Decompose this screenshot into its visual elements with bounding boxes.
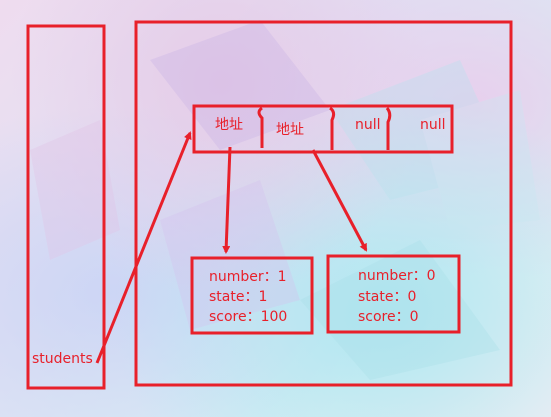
object-1-score: score：100 bbox=[209, 309, 288, 325]
students-variable-label: students bbox=[32, 351, 93, 367]
array-box bbox=[192, 104, 454, 154]
array-divider-1 bbox=[257, 106, 264, 148]
array-cell-4-label: null bbox=[420, 117, 446, 133]
array-cell-2-label: 地址 bbox=[276, 122, 304, 138]
object-2-state: state：0 bbox=[358, 289, 417, 305]
cell-1-reference-arrow bbox=[222, 146, 232, 254]
object-box-2 bbox=[326, 254, 461, 334]
stack-box bbox=[26, 24, 106, 390]
array-divider-3 bbox=[385, 107, 392, 150]
array-cell-1-label: 地址 bbox=[215, 117, 243, 133]
array-cell-3-label: null bbox=[355, 117, 381, 133]
students-reference-arrow bbox=[95, 131, 192, 364]
object-1-state: state：1 bbox=[209, 289, 268, 305]
object-2-score: score：0 bbox=[358, 309, 419, 325]
cell-2-reference-arrow bbox=[311, 149, 368, 252]
object-2-number: number：0 bbox=[358, 268, 436, 284]
array-divider-2 bbox=[329, 106, 336, 150]
heap-box bbox=[134, 20, 513, 387]
object-box-1 bbox=[190, 256, 314, 335]
object-1-number: number：1 bbox=[209, 269, 287, 285]
